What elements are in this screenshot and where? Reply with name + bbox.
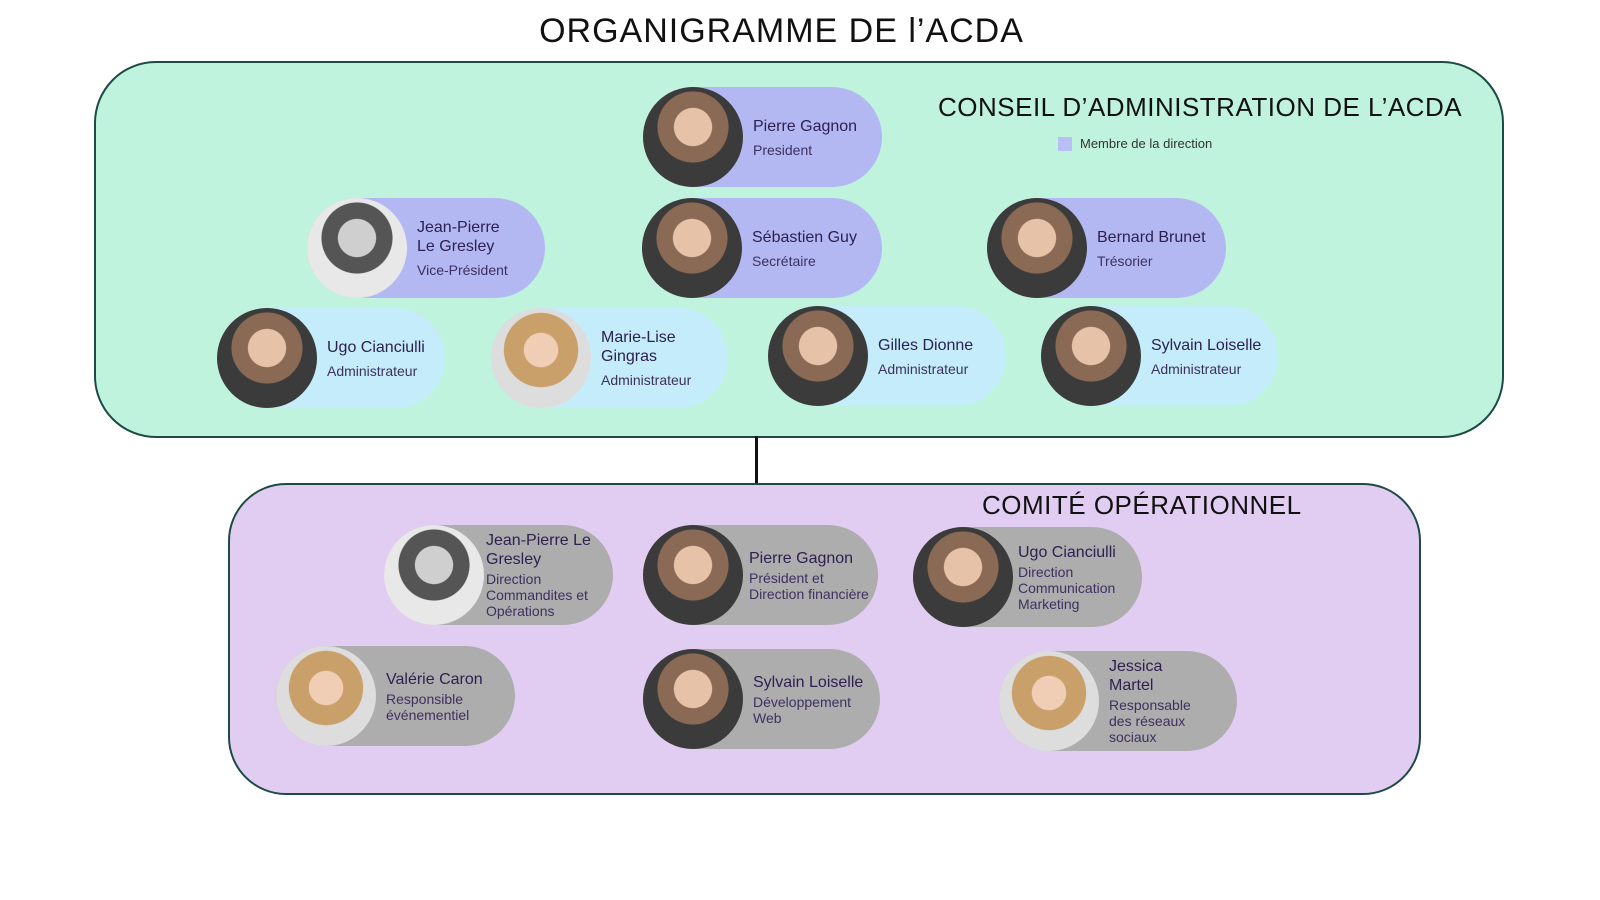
member-name: Pierre Gagnon: [753, 117, 858, 135]
member-role: Administrateur: [1151, 360, 1242, 377]
avatar: [307, 198, 407, 298]
page-title: ORGANIGRAMME DE l’ACDA: [539, 12, 1024, 50]
avatar: [1041, 306, 1141, 406]
member-name: Marie-Lise Gingras: [601, 329, 676, 365]
avatar: [642, 198, 742, 298]
legend-label: Membre de la direction: [1080, 136, 1213, 151]
member-role: Développement Web: [753, 693, 852, 726]
board-title: CONSEIL D’ADMINISTRATION DE L’ACDA: [938, 92, 1463, 122]
avatar: [276, 646, 376, 746]
avatar: [643, 87, 743, 187]
member-role: President: [753, 141, 813, 158]
avatar: [768, 306, 868, 406]
member-role: Vice-Président: [417, 262, 508, 278]
member-role: Président et Direction financière: [749, 569, 869, 602]
member-name: Ugo Cianciulli: [1018, 543, 1116, 561]
avatar: [217, 308, 317, 408]
avatar: [491, 308, 591, 408]
member-role: Administrateur: [878, 360, 969, 377]
member-role: Administrateur: [601, 372, 692, 388]
member-name: Bernard Brunet: [1097, 228, 1206, 246]
member-name: Jessica Martel: [1109, 658, 1163, 694]
member-role: Responsable des réseaux sociaux: [1109, 697, 1191, 745]
avatar: [913, 527, 1013, 627]
committee-title: COMITÉ OPÉRATIONNEL: [982, 490, 1302, 520]
avatar: [643, 649, 743, 749]
member-name: Ugo Cianciulli: [327, 338, 425, 356]
member-name: Valérie Caron: [386, 670, 483, 688]
legend-swatch: [1058, 136, 1072, 151]
member-name: Jean-Pierre Le Gresley: [417, 219, 500, 255]
member-name: Gilles Dionne: [878, 336, 974, 354]
avatar: [999, 651, 1099, 751]
member-role: Trésorier: [1097, 252, 1153, 269]
avatar: [384, 525, 484, 625]
member-role: Direction Commandites et Opérations: [486, 571, 588, 619]
connector-line: [755, 436, 758, 484]
member-name: Sylvain Loiselle: [753, 673, 864, 691]
avatar: [643, 525, 743, 625]
member-name: Sébastien Guy: [752, 228, 857, 246]
member-role: Responsible événementiel: [386, 690, 470, 723]
avatar: [987, 198, 1087, 298]
member-name: Sylvain Loiselle: [1151, 336, 1262, 354]
member-role: Direction Communication Marketing: [1018, 563, 1116, 612]
member-role: Administrateur: [327, 362, 418, 379]
member-role: Secrétaire: [752, 252, 816, 269]
member-name: Pierre Gagnon: [749, 549, 854, 567]
member-name: Jean-Pierre Le Gresley: [486, 532, 591, 568]
legend: Membre de la direction: [1058, 136, 1212, 151]
